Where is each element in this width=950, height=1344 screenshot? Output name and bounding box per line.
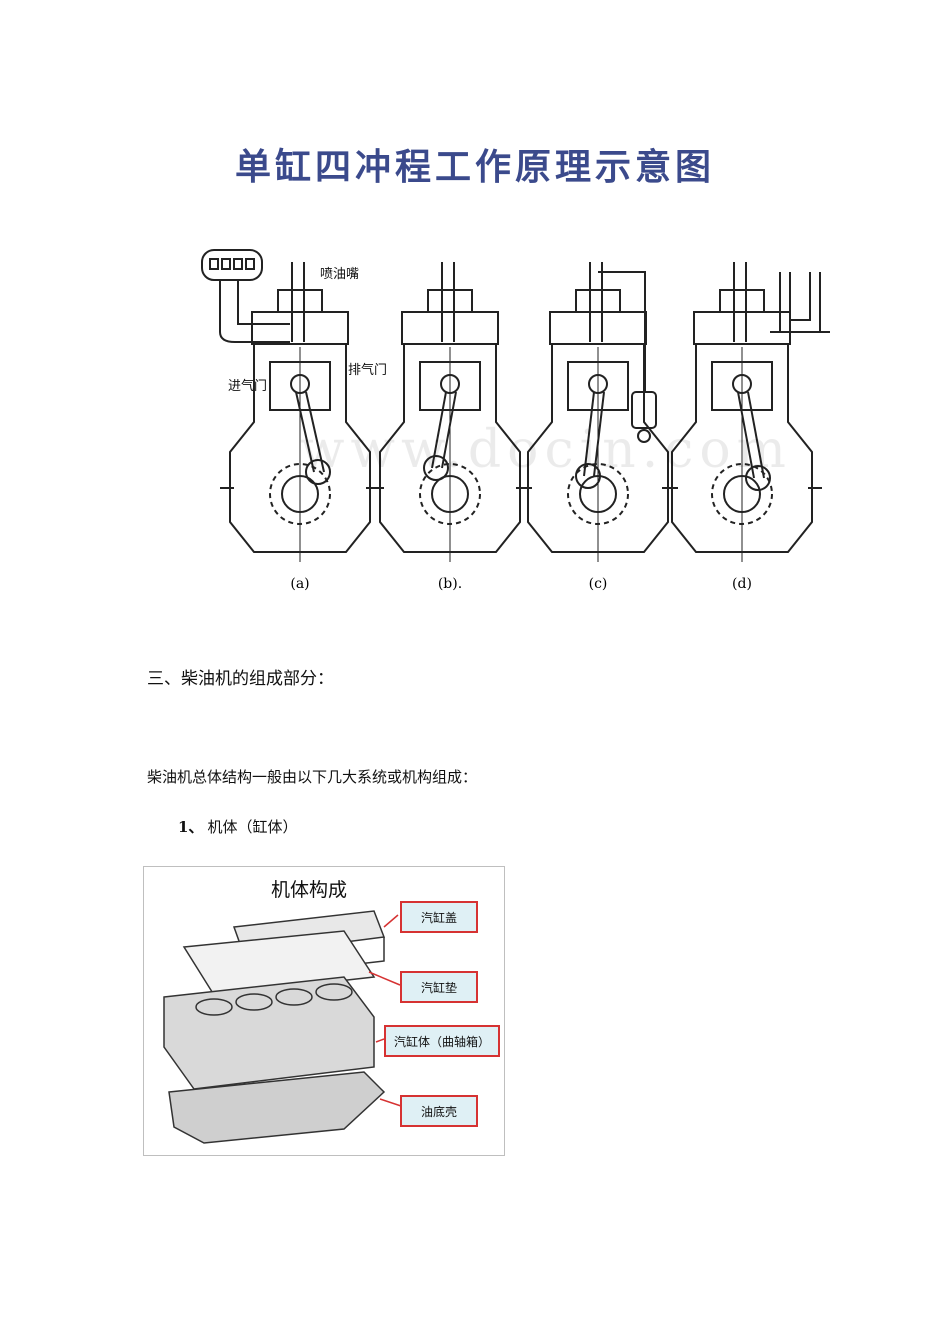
panel-2-crank-pin — [423, 455, 449, 481]
panel-4-cylinder-head — [693, 311, 791, 345]
callout-cylinder-block: 汽缸体（曲轴箱） — [384, 1025, 500, 1057]
panel-label-b: (b). — [438, 576, 462, 592]
panel-1-rod-b — [305, 391, 325, 473]
section-intro: 柴油机总体结构一般由以下几大系统或机构组成： — [147, 768, 478, 786]
panel-4-crank-pin — [745, 465, 771, 491]
figure-title: 单缸四冲程工作原理示意图 — [234, 147, 715, 188]
panel-2-cylinder-head — [401, 311, 499, 345]
panel-3-rod-a — [583, 391, 595, 477]
intake-valve-label: 进气门 — [228, 378, 267, 394]
panel-1-valve-cover — [277, 289, 323, 313]
section-heading: 三、柴油机的组成部分： — [147, 669, 334, 689]
callout-oil-pan: 油底壳 — [400, 1095, 478, 1127]
list-item-1: 1、机体（缸体） — [178, 816, 297, 837]
list-item-label: 机体（缸体） — [207, 818, 298, 836]
panel-4-rod-b — [747, 391, 765, 479]
list-item-number: 1、 — [178, 818, 204, 836]
watermark: www.docin.com — [300, 420, 792, 480]
engine-block-illustration — [163, 910, 405, 1144]
panel-3-valve-cover — [575, 289, 621, 313]
panel-4-valve-cover — [719, 289, 765, 313]
panel-1-rod-a — [295, 391, 315, 473]
block-figure-title: 机体构成 — [270, 879, 347, 901]
panel-1-cylinder-head — [251, 311, 349, 345]
exhaust-valve-label: 排气门 — [348, 362, 387, 378]
four-stroke-diagram: 喷油嘴 进气门 排气门 (a) (b). (c) (d) — [201, 249, 830, 592]
engine-block-figure: 机体构成 汽缸盖 汽缸垫 汽缸体（曲轴箱） 油底壳 — [143, 866, 505, 1156]
panel-label-d: (d) — [732, 576, 752, 592]
panel-2-valve-cover — [427, 289, 473, 313]
injector-label: 喷油嘴 — [320, 267, 359, 282]
callout-cylinder-head: 汽缸盖 — [400, 901, 478, 933]
callout-cylinder-gasket: 汽缸垫 — [400, 971, 478, 1003]
panel-4-rod-a — [737, 391, 755, 479]
panel-3-cylinder-head — [549, 311, 647, 345]
panel-2-rod-b — [441, 391, 457, 469]
panel-3-rod-b — [593, 391, 605, 477]
panel-1-crank-pin — [305, 459, 331, 485]
panel-label-a: (a) — [290, 576, 309, 592]
panel-label-c: (c) — [589, 576, 608, 592]
